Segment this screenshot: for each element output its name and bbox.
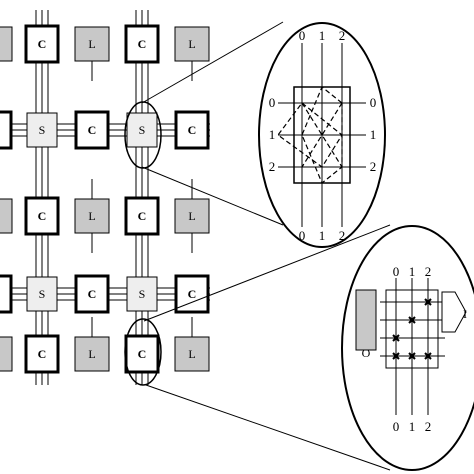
output-block bbox=[355, 289, 377, 351]
switch-x-mark bbox=[424, 298, 432, 306]
connection-block-label: C bbox=[138, 37, 147, 51]
logic-block-label: L bbox=[188, 37, 195, 51]
connection-block-label: C bbox=[138, 347, 147, 361]
connection-block-3-2 bbox=[74, 274, 110, 314]
connection-block-label: C bbox=[188, 287, 197, 301]
connection-block-label: C bbox=[88, 287, 97, 301]
switch-x-mark bbox=[392, 352, 400, 360]
switch-zoom-diagonals bbox=[277, 86, 343, 184]
connection-block-2-1 bbox=[24, 196, 60, 236]
connection-magnify-marker bbox=[124, 318, 162, 386]
connection-zoom-circle bbox=[341, 225, 474, 471]
conn-top-label-0: 0 bbox=[393, 264, 400, 279]
switch-x-mark bbox=[408, 352, 416, 360]
logic-block-2-2 bbox=[74, 198, 110, 234]
switch-block-label: S bbox=[39, 287, 46, 301]
logic-block-label: L bbox=[88, 347, 95, 361]
switch-block-zoom: 0 1 2 0 1 2 0 1 2 0 1 2 bbox=[258, 22, 386, 248]
connection-block-label: C bbox=[138, 209, 147, 223]
input-arrow bbox=[441, 291, 467, 333]
conn-bottom-label-0: 0 bbox=[393, 419, 400, 434]
switch-block-label: S bbox=[139, 123, 146, 137]
connection-block-1-0 bbox=[0, 110, 13, 150]
output-label: O bbox=[362, 346, 371, 360]
connection-block-label: C bbox=[38, 209, 47, 223]
switch-magnify-marker bbox=[124, 101, 162, 169]
connection-block-0-1 bbox=[24, 24, 60, 64]
logic-block-0-4 bbox=[174, 26, 210, 62]
switch-block-1-3 bbox=[126, 112, 158, 148]
connection-block-4-1 bbox=[24, 334, 60, 374]
logic-block-4-0 bbox=[0, 336, 13, 372]
logic-block-label: L bbox=[88, 209, 95, 223]
switch-block-label: S bbox=[39, 123, 46, 137]
input-label: I bbox=[463, 307, 467, 321]
logic-block-4-2 bbox=[74, 336, 110, 372]
switch-zoom-connector bbox=[141, 21, 284, 226]
conn-bottom-label-2: 2 bbox=[425, 419, 432, 434]
connection-zoom-box bbox=[385, 289, 439, 369]
connection-zoom-connector bbox=[143, 224, 391, 471]
connection-block-label: C bbox=[188, 123, 197, 137]
conn-top-label-1: 1 bbox=[409, 264, 416, 279]
logic-block-0-2 bbox=[74, 26, 110, 62]
connection-block-label: C bbox=[88, 123, 97, 137]
connection-block-1-4 bbox=[174, 110, 210, 150]
switch-block-3-1 bbox=[26, 276, 58, 312]
connection-block-label: C bbox=[38, 347, 47, 361]
switch-x-mark bbox=[392, 334, 400, 342]
conn-bottom-label-1: 1 bbox=[409, 419, 416, 434]
switch-top-label-0: 0 bbox=[299, 28, 306, 43]
switch-top-label-1: 1 bbox=[319, 28, 326, 43]
switch-left-label-0: 0 bbox=[269, 95, 276, 110]
switch-bottom-label-2: 2 bbox=[339, 228, 346, 243]
logic-block-2-0 bbox=[0, 198, 13, 234]
connection-block-0-3 bbox=[124, 24, 160, 64]
connection-block-4-3 bbox=[124, 334, 160, 374]
logic-block-label: L bbox=[188, 209, 195, 223]
connection-block-1-2 bbox=[74, 110, 110, 150]
logic-block-4-4 bbox=[174, 336, 210, 372]
switch-bottom-label-0: 0 bbox=[299, 228, 306, 243]
logic-block-2-4 bbox=[174, 198, 210, 234]
logic-block-0-0 bbox=[0, 26, 13, 62]
switch-block-label: S bbox=[139, 287, 146, 301]
connection-block-zoom: O I 0 1 2 0 1 2 bbox=[341, 225, 474, 471]
switch-right-label-0: 0 bbox=[370, 95, 377, 110]
connection-block-3-0 bbox=[0, 274, 13, 314]
switch-bottom-label-1: 1 bbox=[319, 228, 326, 243]
switch-block-1-1 bbox=[26, 112, 58, 148]
connection-block-2-3 bbox=[124, 196, 160, 236]
switch-x-mark bbox=[424, 352, 432, 360]
logic-block-label: L bbox=[88, 37, 95, 51]
switch-top-label-2: 2 bbox=[339, 28, 346, 43]
logic-block-label: L bbox=[188, 347, 195, 361]
switch-x-mark bbox=[408, 316, 416, 324]
switch-right-label-1: 1 bbox=[370, 127, 377, 142]
switch-left-label-2: 2 bbox=[269, 159, 276, 174]
switch-left-label-1: 1 bbox=[269, 127, 276, 142]
conn-top-label-2: 2 bbox=[425, 264, 432, 279]
switch-block-3-3 bbox=[126, 276, 158, 312]
connection-switches bbox=[392, 298, 432, 360]
connection-block-label: C bbox=[38, 37, 47, 51]
block-grid: LCLCLCSCSCLCLCLCSCSCLCLCL bbox=[0, 24, 210, 374]
switch-right-label-2: 2 bbox=[370, 159, 377, 174]
